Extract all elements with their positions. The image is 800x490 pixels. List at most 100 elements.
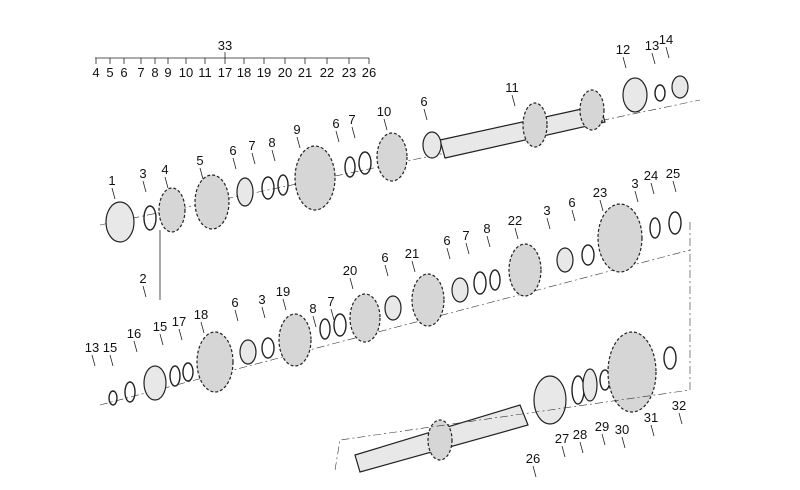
leader-line bbox=[532, 465, 537, 478]
leader-line bbox=[178, 328, 183, 341]
callout-13: 13 bbox=[85, 340, 99, 355]
leader-line bbox=[650, 424, 655, 437]
leader-line bbox=[199, 167, 204, 180]
leader-line bbox=[133, 340, 138, 353]
assembly-33-bracket: 33 bbox=[95, 38, 369, 59]
callout-6: 6 bbox=[420, 94, 427, 109]
gear-10 bbox=[376, 132, 408, 182]
callout-6: 6 bbox=[568, 195, 575, 210]
callout-6: 6 bbox=[229, 143, 236, 158]
callout-27: 27 bbox=[555, 431, 569, 446]
leader-line bbox=[446, 247, 451, 260]
assembly-member-label: 17 bbox=[218, 65, 232, 80]
callout-19: 19 bbox=[276, 284, 290, 299]
callout-22: 22 bbox=[508, 213, 522, 228]
gear-9 bbox=[294, 145, 336, 211]
ring-8 bbox=[277, 174, 289, 196]
leader-line bbox=[296, 136, 301, 149]
leader-line bbox=[411, 260, 416, 273]
callout-1: 1 bbox=[108, 173, 115, 188]
parts bbox=[99, 75, 701, 473]
callout-6: 6 bbox=[381, 250, 388, 265]
callout-9: 9 bbox=[293, 122, 300, 137]
callout-17: 17 bbox=[172, 314, 186, 329]
leader-line bbox=[282, 298, 287, 311]
leader-line bbox=[91, 354, 96, 367]
leader-line bbox=[621, 436, 626, 449]
callout-8: 8 bbox=[268, 135, 275, 150]
leader-line bbox=[164, 176, 169, 189]
leader-line bbox=[251, 152, 256, 165]
leader-line bbox=[109, 354, 114, 367]
bearing-1 bbox=[105, 201, 135, 243]
gear-22 bbox=[508, 243, 542, 297]
leader-line bbox=[383, 118, 388, 131]
callout-5: 5 bbox=[196, 153, 203, 168]
leader-line bbox=[672, 180, 677, 193]
assembly-member-label: 10 bbox=[179, 65, 193, 80]
callout-4: 4 bbox=[161, 162, 168, 177]
nut-14 bbox=[671, 75, 689, 99]
callout-30: 30 bbox=[615, 422, 629, 437]
leader-line bbox=[349, 277, 354, 290]
sprocket-31 bbox=[607, 331, 657, 413]
callout-28: 28 bbox=[573, 427, 587, 442]
leader-line bbox=[650, 182, 655, 195]
leader-line bbox=[261, 306, 266, 319]
assembly-member-label: 18 bbox=[237, 65, 251, 80]
leader-line bbox=[142, 285, 147, 298]
callout-24: 24 bbox=[644, 168, 658, 183]
callout-29: 29 bbox=[595, 419, 609, 434]
callout-6: 6 bbox=[231, 295, 238, 310]
gear-4 bbox=[158, 187, 186, 233]
ring-3 bbox=[143, 205, 157, 231]
bearing-12 bbox=[622, 77, 648, 113]
callout-7: 7 bbox=[462, 228, 469, 243]
gear-18 bbox=[196, 331, 234, 393]
callout-6: 6 bbox=[443, 233, 450, 248]
leader-line bbox=[561, 445, 566, 458]
assembly-member-label: 20 bbox=[278, 65, 292, 80]
callout-3: 3 bbox=[631, 176, 638, 191]
callout-14: 14 bbox=[659, 32, 673, 47]
callout-2: 2 bbox=[139, 271, 146, 286]
gear-19 bbox=[278, 313, 312, 367]
callout-8: 8 bbox=[483, 221, 490, 236]
leader-line bbox=[232, 157, 237, 170]
ring-8 bbox=[344, 156, 356, 178]
leader-line bbox=[546, 217, 551, 230]
callout-3: 3 bbox=[543, 203, 550, 218]
callout-7: 7 bbox=[327, 294, 334, 309]
callout-15: 15 bbox=[103, 340, 117, 355]
callout-16: 16 bbox=[127, 326, 141, 341]
gear-20 bbox=[349, 293, 381, 343]
callout-25: 25 bbox=[666, 166, 680, 181]
leader-line bbox=[599, 199, 604, 212]
assembly-member-label: 22 bbox=[320, 65, 334, 80]
callout-18: 18 bbox=[194, 307, 208, 322]
leader-line bbox=[330, 308, 335, 321]
leader-line bbox=[579, 441, 584, 454]
leader-line bbox=[234, 309, 239, 322]
leader-line bbox=[312, 315, 317, 328]
assembly-member-label: 21 bbox=[298, 65, 312, 80]
assembly-member-label: 11 bbox=[198, 65, 212, 80]
bearing-16 bbox=[143, 365, 167, 401]
ring-13 bbox=[654, 84, 666, 102]
leader-line bbox=[601, 433, 606, 446]
callout-3: 3 bbox=[258, 292, 265, 307]
leader-line bbox=[351, 126, 356, 139]
assembly-member-label: 5 bbox=[106, 65, 113, 80]
assembly-member-label: 7 bbox=[137, 65, 144, 80]
assembly-member-label: 19 bbox=[257, 65, 271, 80]
bush-6 bbox=[236, 177, 254, 207]
leader-line bbox=[335, 130, 340, 143]
leader-line bbox=[514, 227, 519, 240]
leader-line bbox=[678, 412, 683, 425]
assembly-member-label: 23 bbox=[342, 65, 356, 80]
callout-26: 26 bbox=[526, 451, 540, 466]
gear-23 bbox=[597, 203, 643, 273]
callout-31: 31 bbox=[644, 410, 658, 425]
leader-line bbox=[465, 242, 470, 255]
